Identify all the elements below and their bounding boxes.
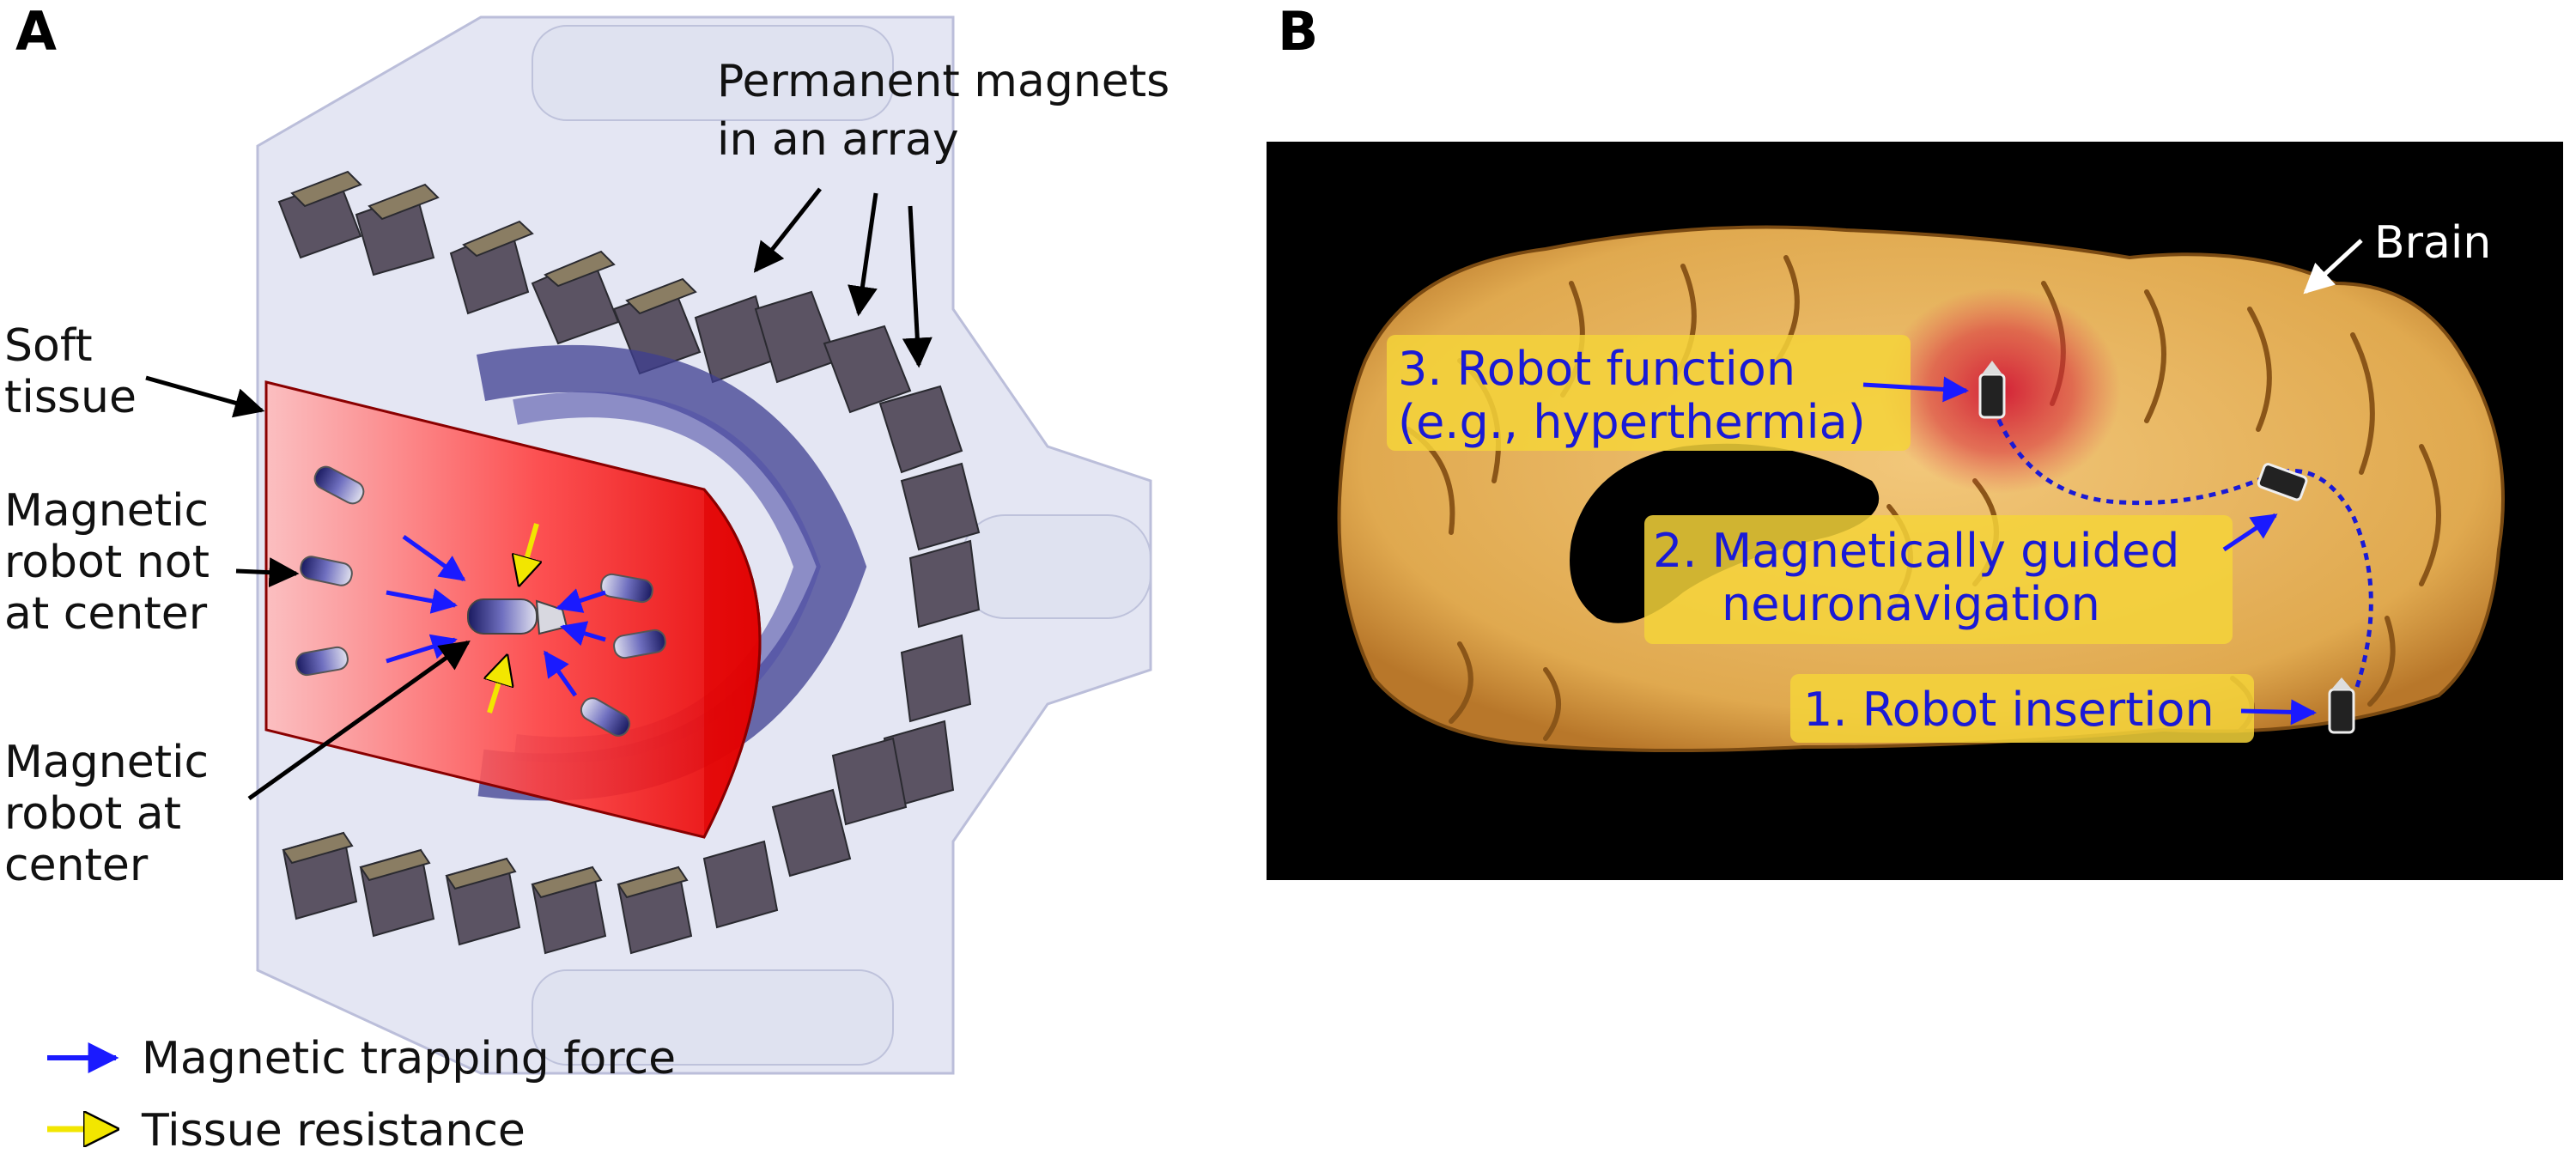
robot-capsule <box>295 646 349 677</box>
magnet-array <box>277 170 981 955</box>
panel-b-letter: B <box>1278 0 1318 63</box>
magnet-facet <box>290 170 362 208</box>
magnet-block <box>878 385 963 474</box>
robot-center-arrow <box>247 640 471 801</box>
robot-capsule <box>613 629 666 659</box>
robot-capsule <box>300 556 353 586</box>
magnet-facet <box>617 866 689 899</box>
robot-capsule <box>600 573 653 604</box>
tissue-resistance-arrows <box>489 523 537 714</box>
robot-center-label-line2: robot at <box>4 788 181 840</box>
brain-label: Brain <box>2374 217 2491 269</box>
magnet-block <box>908 539 981 629</box>
magnet-block <box>771 788 852 878</box>
magnets-label-line1: Permanent magnets <box>717 56 1170 107</box>
step1-box <box>1790 674 2254 743</box>
magnet-facet <box>368 183 440 221</box>
step3-label-line1: 3. Robot function <box>1398 342 1795 396</box>
step2-label-line2: neuronavigation <box>1722 577 2100 631</box>
magnet-facet <box>282 831 354 865</box>
legend-trapping-label: Magnetic trapping force <box>142 1033 676 1084</box>
brain-label-arrow <box>2303 239 2363 295</box>
magnets-label-arrows <box>753 187 933 368</box>
magnet-facet <box>359 848 431 882</box>
robot-not-center-label-line3: at center <box>4 588 208 640</box>
brain-slice <box>1337 225 2505 752</box>
step3-box <box>1387 335 1911 451</box>
robot-insertion <box>2328 677 2355 734</box>
magnet-facet <box>462 220 534 258</box>
robot-capsule <box>313 465 365 505</box>
magnets-label-line2: in an array <box>717 114 959 166</box>
step3-arrow <box>1862 376 1969 403</box>
navigation-path <box>1990 403 2373 688</box>
panel-a-letter: A <box>15 0 57 63</box>
step1-arrow <box>2240 699 2317 726</box>
magnet-block <box>702 840 779 929</box>
magnet-facet <box>625 277 697 315</box>
soft-tissue-label-line2: tissue <box>4 372 137 423</box>
magnet-facet <box>445 857 517 890</box>
step2-arrow <box>2222 513 2278 552</box>
robot-function-site <box>1978 361 2006 419</box>
magnet-block <box>831 737 908 826</box>
robot-not-center-label-line1: Magnetic <box>4 485 209 537</box>
soft-tissue-label-line1: Soft <box>4 320 93 372</box>
robot-navigation <box>2257 463 2308 501</box>
step2-label-line1: 2. Magnetically guided <box>1653 524 2179 578</box>
robot-capsule <box>580 697 631 737</box>
step3-label-line2: (e.g., hyperthermia) <box>1398 395 1866 449</box>
step2-box <box>1644 515 2233 644</box>
magnet-block <box>900 634 972 723</box>
legend-resistance-label: Tissue resistance <box>141 1105 526 1150</box>
robot-center-label-line3: center <box>4 840 149 891</box>
robot-not-center-arrow <box>235 557 300 588</box>
robot-not-center-label-line2: robot not <box>4 537 210 588</box>
magnet-facet <box>531 866 603 899</box>
soft-tissue-arrow <box>145 375 265 418</box>
step1-label: 1. Robot insertion <box>1803 683 2215 737</box>
magnet-block <box>900 462 981 551</box>
robot-center-label-line1: Magnetic <box>4 737 209 788</box>
magnet-facet <box>544 250 616 288</box>
legend: Magnetic trapping force Tissue resistanc… <box>47 1033 676 1154</box>
robots-off-center <box>295 465 666 737</box>
magnet-block <box>823 325 912 414</box>
